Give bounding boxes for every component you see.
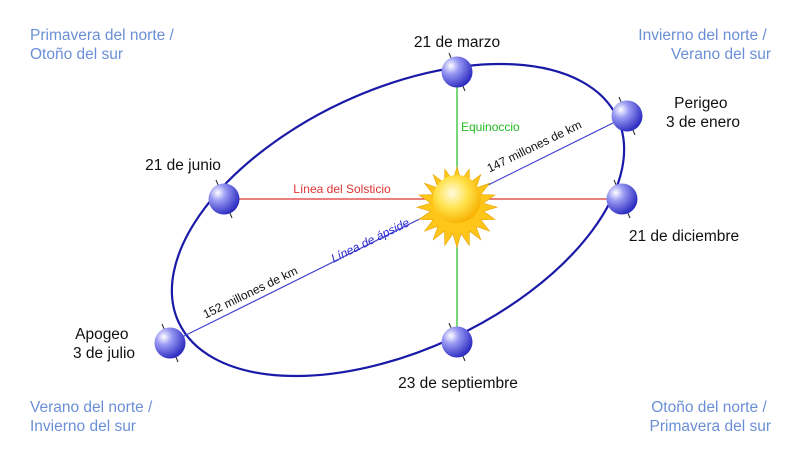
solstice-label: Línea del Solsticio [293,182,391,196]
date-march: 21 de marzo [414,34,500,51]
season-bottom-left: Verano del norte / Invierno del sur [30,399,157,435]
apsides-line [169,115,628,344]
earth-aphelion [154,323,186,363]
earth-march [441,52,473,92]
aphelion-distance-label: 152 millones de km [201,263,300,321]
earth-september [441,322,473,362]
apsides-label: Línea de ápside [329,215,412,265]
season-bottom-right: Otoño del norte / Primavera del sur [650,399,771,435]
earth-december [606,179,638,219]
date-june: 21 de junio [145,157,221,174]
season-top-right: Invierno del norte / Verano del sur [638,27,771,63]
equinox-label: Equinoccio [461,120,520,134]
earth-perigee [611,96,643,136]
date-aphelion: Apogeo 3 de julio [73,326,135,362]
date-december: 21 de diciembre [629,228,739,245]
season-top-left: Primavera del norte / Otoño del sur [30,27,178,63]
earth-june [208,179,240,219]
sun-icon [415,165,499,249]
date-perigee: Perigeo 3 de enero [666,95,740,131]
date-september: 23 de septiembre [398,375,518,392]
